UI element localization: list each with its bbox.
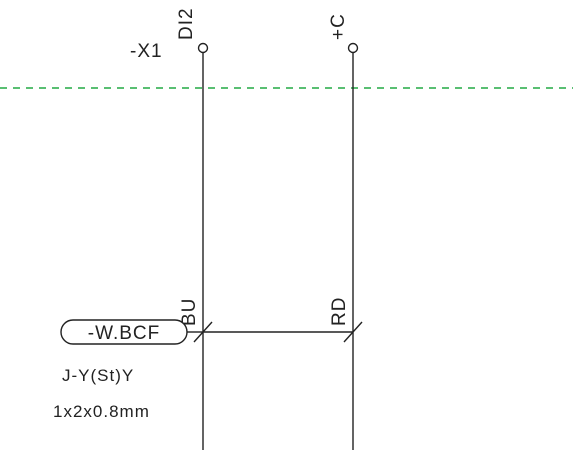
cable-type-label: J-Y(St)Y <box>62 366 134 385</box>
cable-tick-right <box>343 321 363 343</box>
cable-tag-label: -W.BCF <box>88 323 161 344</box>
cable-spec-label: 1x2x0.8mm <box>53 402 150 421</box>
cable-tag-pill[interactable] <box>60 319 188 345</box>
terminal-point-left[interactable] <box>197 42 209 54</box>
terminal-label-right: +C <box>328 13 349 40</box>
terminal-point-right[interactable] <box>347 42 359 54</box>
terminal-label-left: DI2 <box>176 7 197 40</box>
core-label-left: BU <box>179 298 200 326</box>
core-label-right: RD <box>329 297 350 326</box>
terminal-strip-label: -X1 <box>130 41 163 62</box>
